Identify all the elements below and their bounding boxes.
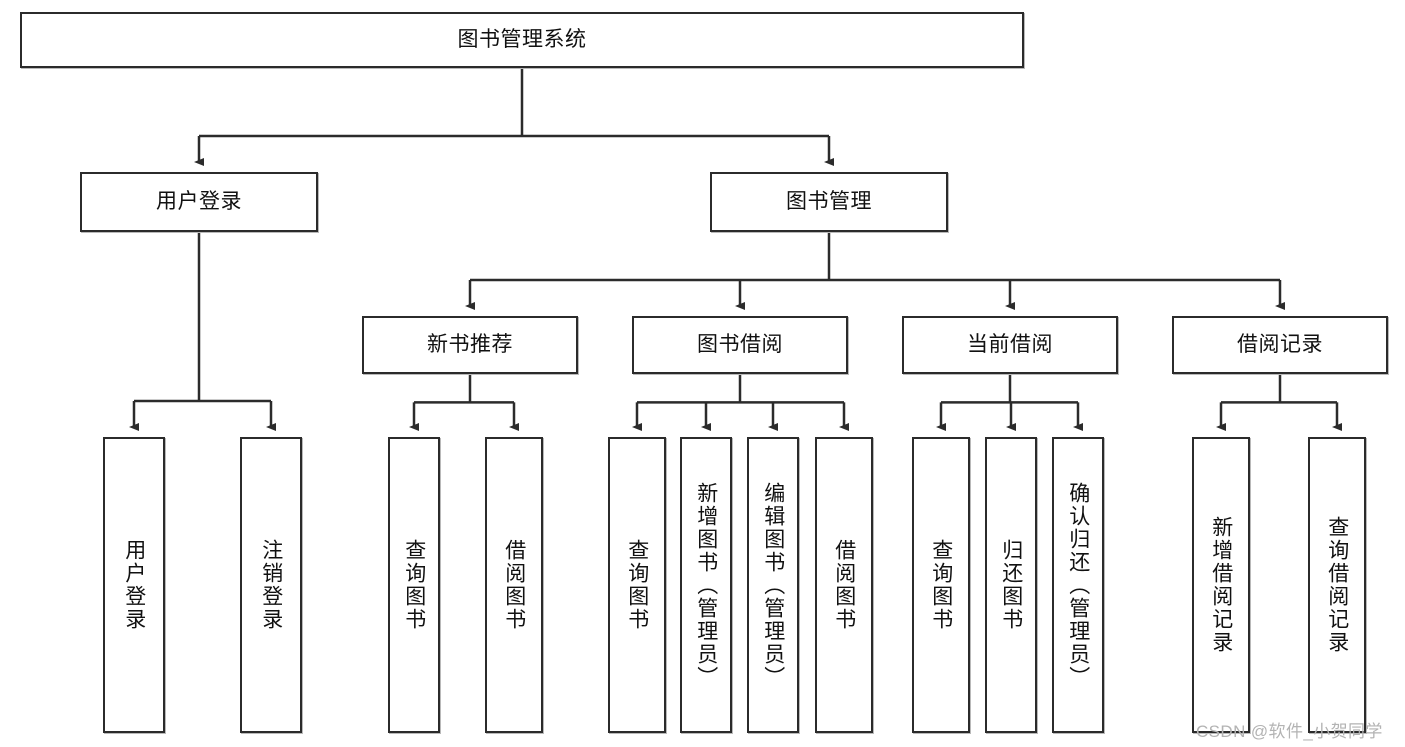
leaf-query-book-1-label: 查询图书	[402, 539, 426, 631]
leaf-logout[interactable]: 注销登录	[240, 437, 302, 733]
leaf-query-book-2-label: 查询图书	[625, 539, 649, 631]
node-user-login-label: 用户登录	[156, 189, 242, 213]
leaf-query-borrow-record-label: 查询借阅记录	[1325, 516, 1349, 654]
node-new-book-recommend-label: 新书推荐	[427, 332, 513, 356]
leaf-edit-book[interactable]: 编辑图书（管理员）	[747, 437, 799, 733]
leaf-query-book-3-label: 查询图书	[929, 539, 953, 631]
leaf-return-book[interactable]: 归还图书	[985, 437, 1037, 733]
node-root[interactable]: 图书管理系统	[20, 12, 1024, 68]
leaf-add-borrow-record[interactable]: 新增借阅记录	[1192, 437, 1250, 733]
leaf-borrow-book-2-label: 借阅图书	[832, 539, 856, 631]
leaf-user-login-label: 用户登录	[122, 539, 146, 631]
node-root-label: 图书管理系统	[457, 27, 587, 51]
leaf-query-book-3[interactable]: 查询图书	[912, 437, 970, 733]
node-book-borrow[interactable]: 图书借阅	[632, 316, 848, 374]
leaf-borrow-book-1[interactable]: 借阅图书	[485, 437, 543, 733]
leaf-return-book-label: 归还图书	[999, 539, 1023, 631]
node-book-manage[interactable]: 图书管理	[710, 172, 948, 232]
leaf-confirm-return-label: 确认归还（管理员）	[1066, 481, 1090, 689]
node-current-borrow-label: 当前借阅	[967, 332, 1053, 356]
leaf-edit-book-label: 编辑图书（管理员）	[761, 481, 785, 689]
leaf-add-borrow-record-label: 新增借阅记录	[1209, 516, 1233, 654]
node-new-book-recommend[interactable]: 新书推荐	[362, 316, 578, 374]
leaf-borrow-book-1-label: 借阅图书	[502, 539, 526, 631]
node-book-manage-label: 图书管理	[786, 189, 872, 213]
leaf-user-login[interactable]: 用户登录	[103, 437, 165, 733]
node-user-login[interactable]: 用户登录	[80, 172, 318, 232]
csdn-watermark: CSDN @软件_小贺同学	[1196, 722, 1383, 741]
leaf-borrow-book-2[interactable]: 借阅图书	[815, 437, 873, 733]
node-borrow-record-label: 借阅记录	[1237, 332, 1323, 356]
leaf-query-book-2[interactable]: 查询图书	[608, 437, 666, 733]
leaf-query-borrow-record[interactable]: 查询借阅记录	[1308, 437, 1366, 733]
leaf-query-book-1[interactable]: 查询图书	[388, 437, 440, 733]
node-current-borrow[interactable]: 当前借阅	[902, 316, 1118, 374]
leaf-add-book[interactable]: 新增图书（管理员）	[680, 437, 732, 733]
leaf-logout-label: 注销登录	[259, 539, 283, 631]
leaf-confirm-return[interactable]: 确认归还（管理员）	[1052, 437, 1104, 733]
leaf-add-book-label: 新增图书（管理员）	[694, 481, 718, 689]
node-borrow-record[interactable]: 借阅记录	[1172, 316, 1388, 374]
node-book-borrow-label: 图书借阅	[697, 332, 783, 356]
